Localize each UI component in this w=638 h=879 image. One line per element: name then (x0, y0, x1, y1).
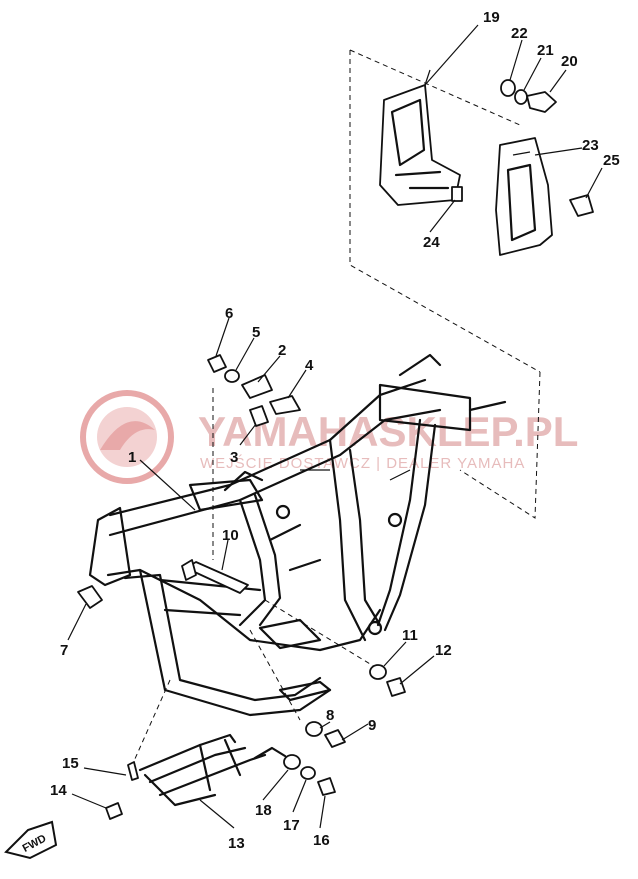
watermark-logo (80, 390, 174, 484)
callout-17: 17 (283, 817, 300, 834)
hardware-top (500, 79, 594, 217)
callout-21: 21 (537, 42, 554, 59)
callout-22: 22 (511, 25, 528, 42)
callout-24: 24 (423, 234, 440, 251)
callout-12: 12 (435, 642, 452, 659)
callout-20: 20 (561, 53, 578, 70)
callout-14: 14 (50, 782, 67, 799)
leader-lines (67, 24, 603, 829)
hardware-bottom (105, 754, 336, 820)
callout-11: 11 (402, 627, 418, 644)
callout-16: 16 (313, 832, 330, 849)
callout-5: 5 (252, 324, 260, 341)
callout-10: 10 (222, 527, 239, 544)
callout-9: 9 (368, 717, 376, 734)
callout-13: 13 (228, 835, 245, 852)
hardware-upper-left (207, 354, 301, 427)
fwd-arrow: FWD (4, 820, 58, 860)
bracket-19 (379, 69, 463, 206)
callout-8: 8 (326, 707, 334, 724)
callout-4: 4 (305, 357, 314, 374)
callout-7: 7 (60, 642, 68, 659)
callout-19: 19 (483, 9, 500, 26)
callout-18: 18 (255, 802, 272, 819)
hardware-lower (77, 585, 406, 748)
callouts: 19 22 21 20 23 25 24 6 5 2 4 3 1 10 7 8 … (50, 9, 620, 852)
bracket-23 (495, 137, 553, 256)
callout-15: 15 (62, 755, 79, 772)
callout-2: 2 (278, 342, 286, 359)
callout-1: 1 (128, 449, 136, 466)
bolt-10 (181, 559, 249, 594)
watermark: YAMAHASKLEP.PL WEJŚCIE DOSTAWCZ | DEALER… (80, 390, 578, 484)
callout-3: 3 (230, 449, 238, 466)
explode-lines (129, 49, 541, 771)
skid-guard-13 (138, 733, 287, 807)
callout-23: 23 (582, 137, 599, 154)
watermark-tagline: WEJŚCIE DOSTAWCZ | DEALER YAMAHA (200, 454, 525, 472)
callout-6: 6 (225, 305, 233, 322)
callout-25: 25 (603, 152, 620, 169)
